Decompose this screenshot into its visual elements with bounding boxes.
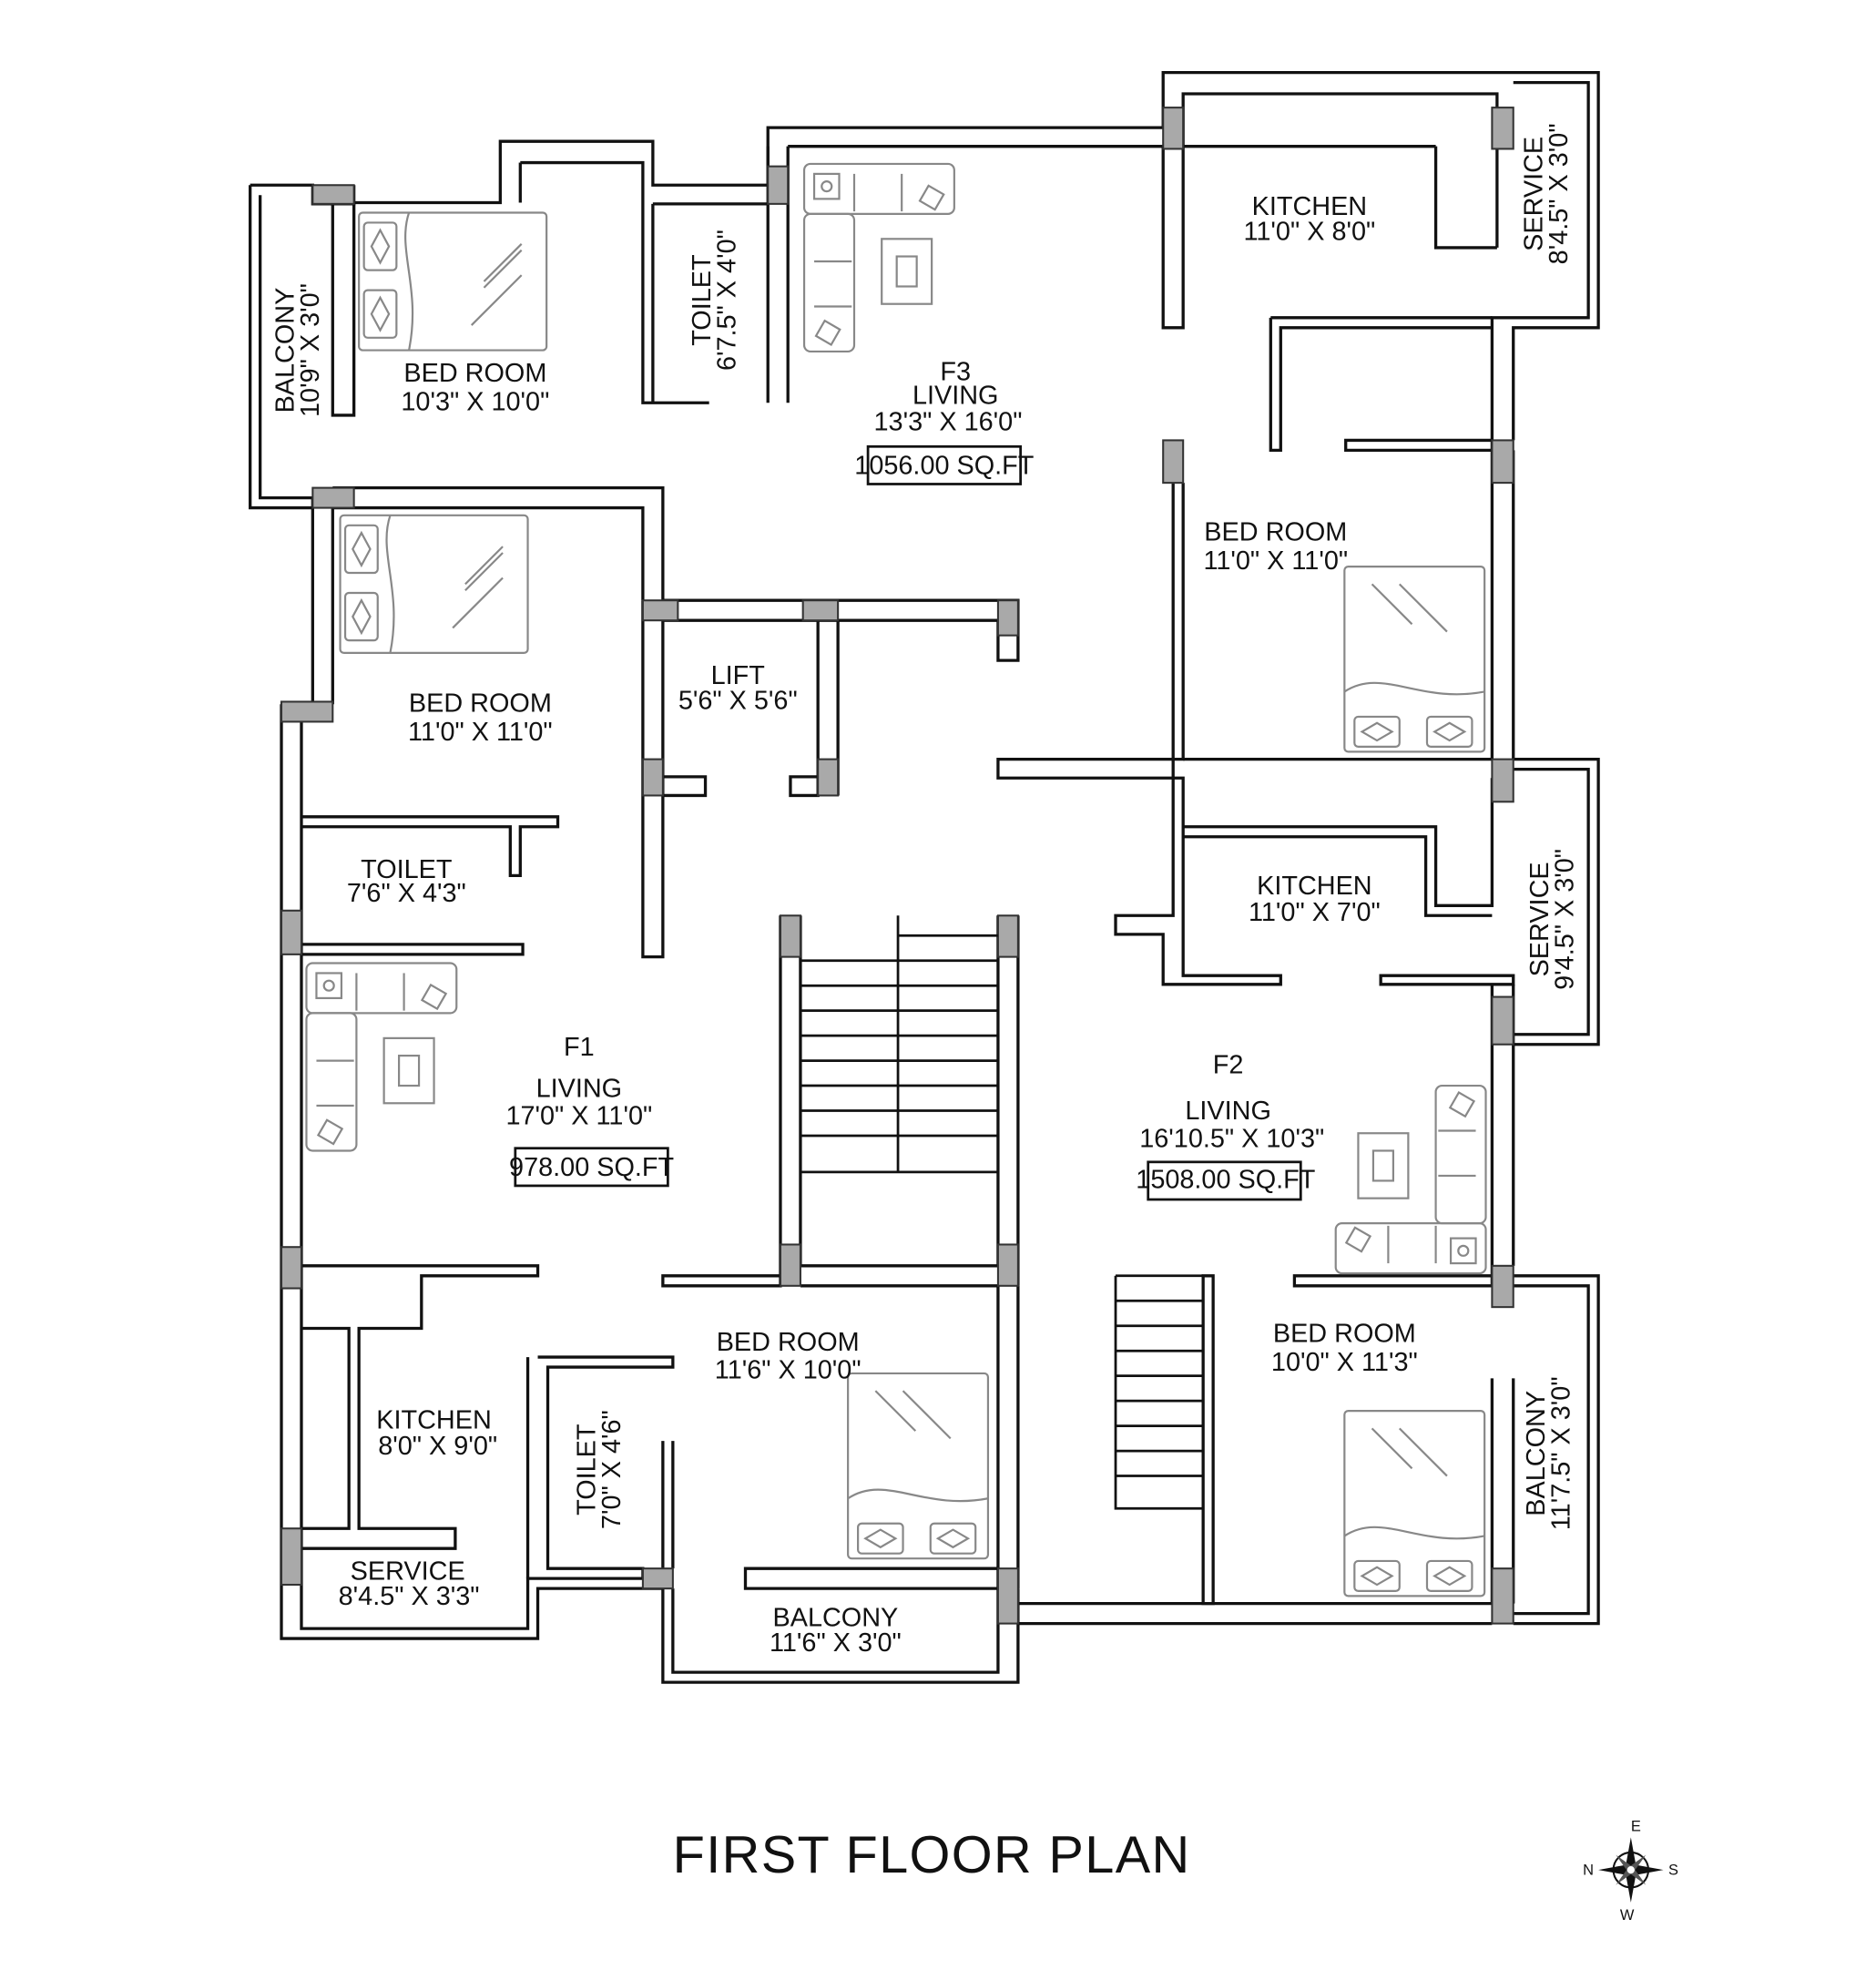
f3-kitchen-size: 11'0" X 8'0" (1244, 218, 1376, 247)
f3-area: 1056.00 SQ.FT (854, 452, 1034, 481)
center-balcony-size: 11'6" X 3'0" (770, 1628, 902, 1658)
center-toilet-name: TOILET (573, 1424, 602, 1515)
f1-kitchen-size: 8'0" X 9'0" (378, 1432, 497, 1461)
f2-area-box (1147, 1160, 1302, 1201)
bed-f1-bedroom (339, 514, 529, 654)
bed-f2-bottom-bedroom (1343, 1410, 1486, 1597)
f2-unit-label: F2 (1213, 1050, 1244, 1079)
f3-service-size: 8'4.5" X 3'0" (1545, 123, 1574, 264)
f3-kitchen-name: KITCHEN (1252, 192, 1368, 221)
f2-top-bedroom-size: 11'0" X 11'0" (1203, 546, 1348, 576)
f2-living-name: LIVING (1185, 1097, 1271, 1126)
f2-kitchen-name: KITCHEN (1257, 872, 1372, 901)
f1-toilet-size: 7'6" X 4'3" (347, 879, 466, 908)
f1-unit-label: F1 (564, 1033, 595, 1062)
main-staircase (800, 915, 998, 1174)
f2-service-name: SERVICE (1525, 862, 1555, 976)
plan-title: FIRST FLOOR PLAN (673, 1826, 1191, 1884)
f1-service-name: SERVICE (351, 1557, 465, 1587)
f2-top-bedroom-name: BED ROOM (1204, 517, 1347, 546)
f1-bedroom-name: BED ROOM (409, 689, 552, 718)
center-bedroom-name: BED ROOM (717, 1328, 860, 1357)
f1-area: 978.00 SQ.FT (509, 1153, 674, 1182)
f3-living-name: LIVING (913, 382, 999, 411)
f2-staircase (1114, 1274, 1204, 1510)
labels: BED ROOM 10'3" X 10'0" BALCONY 10'9" X 3… (271, 123, 1580, 1657)
f3-toilet-size: 6'7.5" X 4'0" (713, 230, 742, 371)
center-balcony-name: BALCONY (772, 1603, 898, 1632)
compass-n: N (1583, 1863, 1594, 1879)
center-toilet-size: 7'0" X 4'6" (597, 1410, 627, 1529)
bed-center-bedroom (847, 1372, 990, 1560)
f1-toilet-name: TOILET (361, 855, 452, 884)
f1-living-name: LIVING (536, 1074, 623, 1103)
f2-service-size: 9'4.5" X 3'0" (1551, 849, 1580, 990)
f1-bedroom-size: 11'0" X 11'0" (408, 718, 553, 747)
f2-bottom-bedroom-name: BED ROOM (1273, 1320, 1416, 1349)
f2-balcony-name: BALCONY (1522, 1391, 1551, 1516)
f3-area-box (866, 444, 1023, 485)
f1-living-size: 17'0" X 11'0" (505, 1102, 652, 1131)
columns (280, 107, 1514, 1625)
compass-w: W (1620, 1907, 1635, 1924)
f2-area: 1508.00 SQ.FT (1136, 1166, 1315, 1195)
f3-unit-label: F3 (940, 358, 971, 387)
f2-balcony-size: 11'7.5" X 3'0" (1547, 1376, 1576, 1530)
f2-bottom-bedroom-size: 10'0" X 11'3" (1271, 1348, 1418, 1377)
compass-s: S (1668, 1863, 1678, 1879)
f3-balcony-size: 10'9" X 3'0" (296, 283, 325, 417)
f3-service-name: SERVICE (1519, 137, 1548, 251)
sofa-f2-living (1334, 1084, 1487, 1275)
center-bedroom-size: 11'6" X 10'0" (715, 1355, 862, 1384)
compass-e: E (1631, 1819, 1641, 1835)
f1-kitchen-name: KITCHEN (376, 1405, 492, 1434)
sofa-f1-living (305, 962, 458, 1152)
f3-balcony-name: BALCONY (271, 288, 301, 413)
f3-living-size: 13'3" X 16'0" (874, 407, 1023, 436)
lift-name: LIFT (711, 661, 765, 690)
f2-living-size: 16'10.5" X 10'3" (1139, 1124, 1324, 1153)
bed-f2-top-bedroom (1343, 566, 1486, 753)
bed-f3-bedroom (358, 211, 548, 352)
f3-bedroom-name: BED ROOM (403, 359, 546, 388)
f3-toilet-name: TOILET (688, 254, 717, 345)
f2-kitchen-size: 11'0" X 7'0" (1249, 898, 1381, 927)
f3-bedroom-size: 10'3" X 10'0" (401, 387, 549, 416)
sofa-f3-living (802, 162, 955, 353)
f1-service-size: 8'4.5" X 3'3" (339, 1582, 480, 1611)
compass-rose: N E S W (1583, 1819, 1678, 1924)
lift-size: 5'6" X 5'6" (678, 687, 798, 716)
f1-area-box (514, 1147, 669, 1188)
